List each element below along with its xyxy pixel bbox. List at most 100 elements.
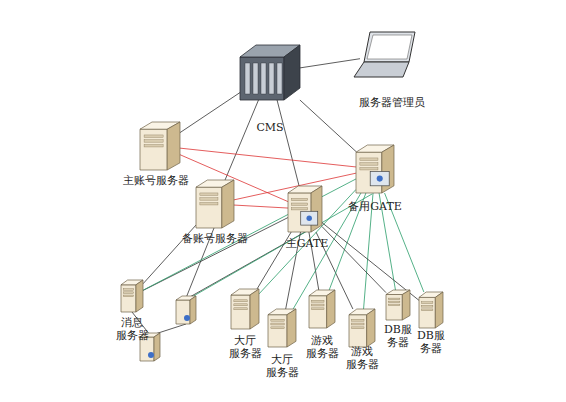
node-label: 游戏 服务器 (344, 345, 380, 371)
rack-slot (277, 63, 282, 94)
node-label: 主账号服务器 (123, 174, 189, 187)
tower-side (154, 333, 160, 361)
connector (225, 100, 258, 180)
laptop-base (354, 62, 409, 77)
server-node: 备账号服务器 (196, 180, 234, 228)
drive-bay (200, 203, 218, 205)
tower-side (222, 180, 234, 228)
connector (180, 93, 240, 133)
connector (300, 100, 356, 152)
drive-bay (388, 304, 399, 306)
server-node: 游戏 服务器 (309, 290, 335, 328)
tower-front (309, 296, 327, 328)
drive-bay (123, 295, 133, 297)
connector-line (143, 218, 288, 291)
rack-slot (245, 63, 250, 94)
connector (180, 148, 356, 167)
server-icon (288, 186, 322, 232)
node-label: 大厅 服务器 (227, 334, 263, 360)
connector-line (277, 100, 299, 186)
node-label: 备账号服务器 (182, 232, 248, 245)
tower-front (268, 315, 287, 347)
mini-monitor (370, 171, 389, 185)
drive-bay (360, 158, 378, 160)
server-icon (268, 309, 296, 347)
tower-front (121, 285, 136, 312)
server-node: 大厅 服务器 (268, 309, 296, 347)
drive-bay (234, 300, 247, 302)
server-node: CMS (240, 45, 300, 100)
connector-line (300, 100, 356, 152)
node-label: 服务器管理员 (359, 96, 425, 109)
rack-front (240, 57, 284, 100)
server-node: DB服 务器 (419, 292, 443, 328)
connector (300, 59, 360, 68)
connector (143, 179, 356, 290)
drive-bay (312, 304, 324, 306)
drive-bay (360, 163, 378, 165)
node-label: 备用GATE (348, 200, 402, 213)
tower-side (136, 280, 143, 312)
tower-front (140, 129, 167, 170)
drive-bay (123, 292, 133, 294)
drive-bay (291, 208, 307, 210)
user-badge (377, 176, 383, 182)
connector (234, 205, 288, 208)
server-icon (349, 309, 375, 347)
tower-front (386, 295, 402, 321)
drive-bay (123, 289, 133, 291)
drive-bay (234, 308, 247, 310)
node-label: DB服 务器 (380, 323, 416, 349)
tower-side (287, 309, 296, 347)
connector-line (259, 189, 356, 293)
server-icon (309, 290, 335, 328)
server-node: 主GATE (288, 186, 322, 232)
node-label: 大厅 服务器 (264, 353, 300, 379)
drive-bay (144, 135, 163, 137)
laptop-screen (367, 35, 412, 59)
drive-bay (144, 140, 163, 142)
server-icon (240, 45, 300, 100)
connector (259, 189, 356, 293)
server-icon (140, 122, 180, 170)
tower-side (250, 289, 259, 329)
server-icon (196, 180, 234, 228)
server-icon (419, 292, 443, 328)
user-badge (148, 352, 154, 358)
drive-bay (144, 145, 163, 147)
tower-side (167, 122, 180, 170)
rack-slot (261, 63, 266, 94)
tower-front (419, 297, 435, 328)
mini-monitor (301, 211, 318, 225)
server-node: 大厅 服务器 (231, 289, 259, 329)
drive-bay (352, 319, 364, 321)
server-node: 服务器管理员 (360, 32, 415, 77)
drive-bay (234, 304, 247, 306)
node-label: DB服 务器 (413, 329, 449, 355)
drive-bay (271, 327, 284, 329)
connector-line (143, 179, 356, 290)
connector-line (180, 93, 240, 133)
server-icon (231, 289, 259, 329)
node-label: 消息 服务器 (114, 316, 150, 342)
tower-side (435, 292, 443, 328)
tower-front (176, 300, 190, 324)
connector-line (300, 59, 360, 68)
drive-bay (421, 309, 432, 311)
laptop-lid (364, 32, 415, 62)
drive-bay (200, 198, 218, 200)
node-label: 主GATE (286, 237, 329, 250)
connector-line (180, 148, 356, 167)
server-icon (360, 32, 415, 77)
drive-bay (352, 323, 364, 325)
connector (322, 227, 386, 293)
connector-line (322, 227, 386, 293)
user-badge (184, 315, 190, 321)
connector-line (322, 223, 419, 301)
drive-bay (352, 327, 364, 329)
drive-bay (271, 323, 284, 325)
connector-line (225, 100, 258, 180)
tower-side (402, 290, 410, 320)
connector (322, 223, 419, 301)
